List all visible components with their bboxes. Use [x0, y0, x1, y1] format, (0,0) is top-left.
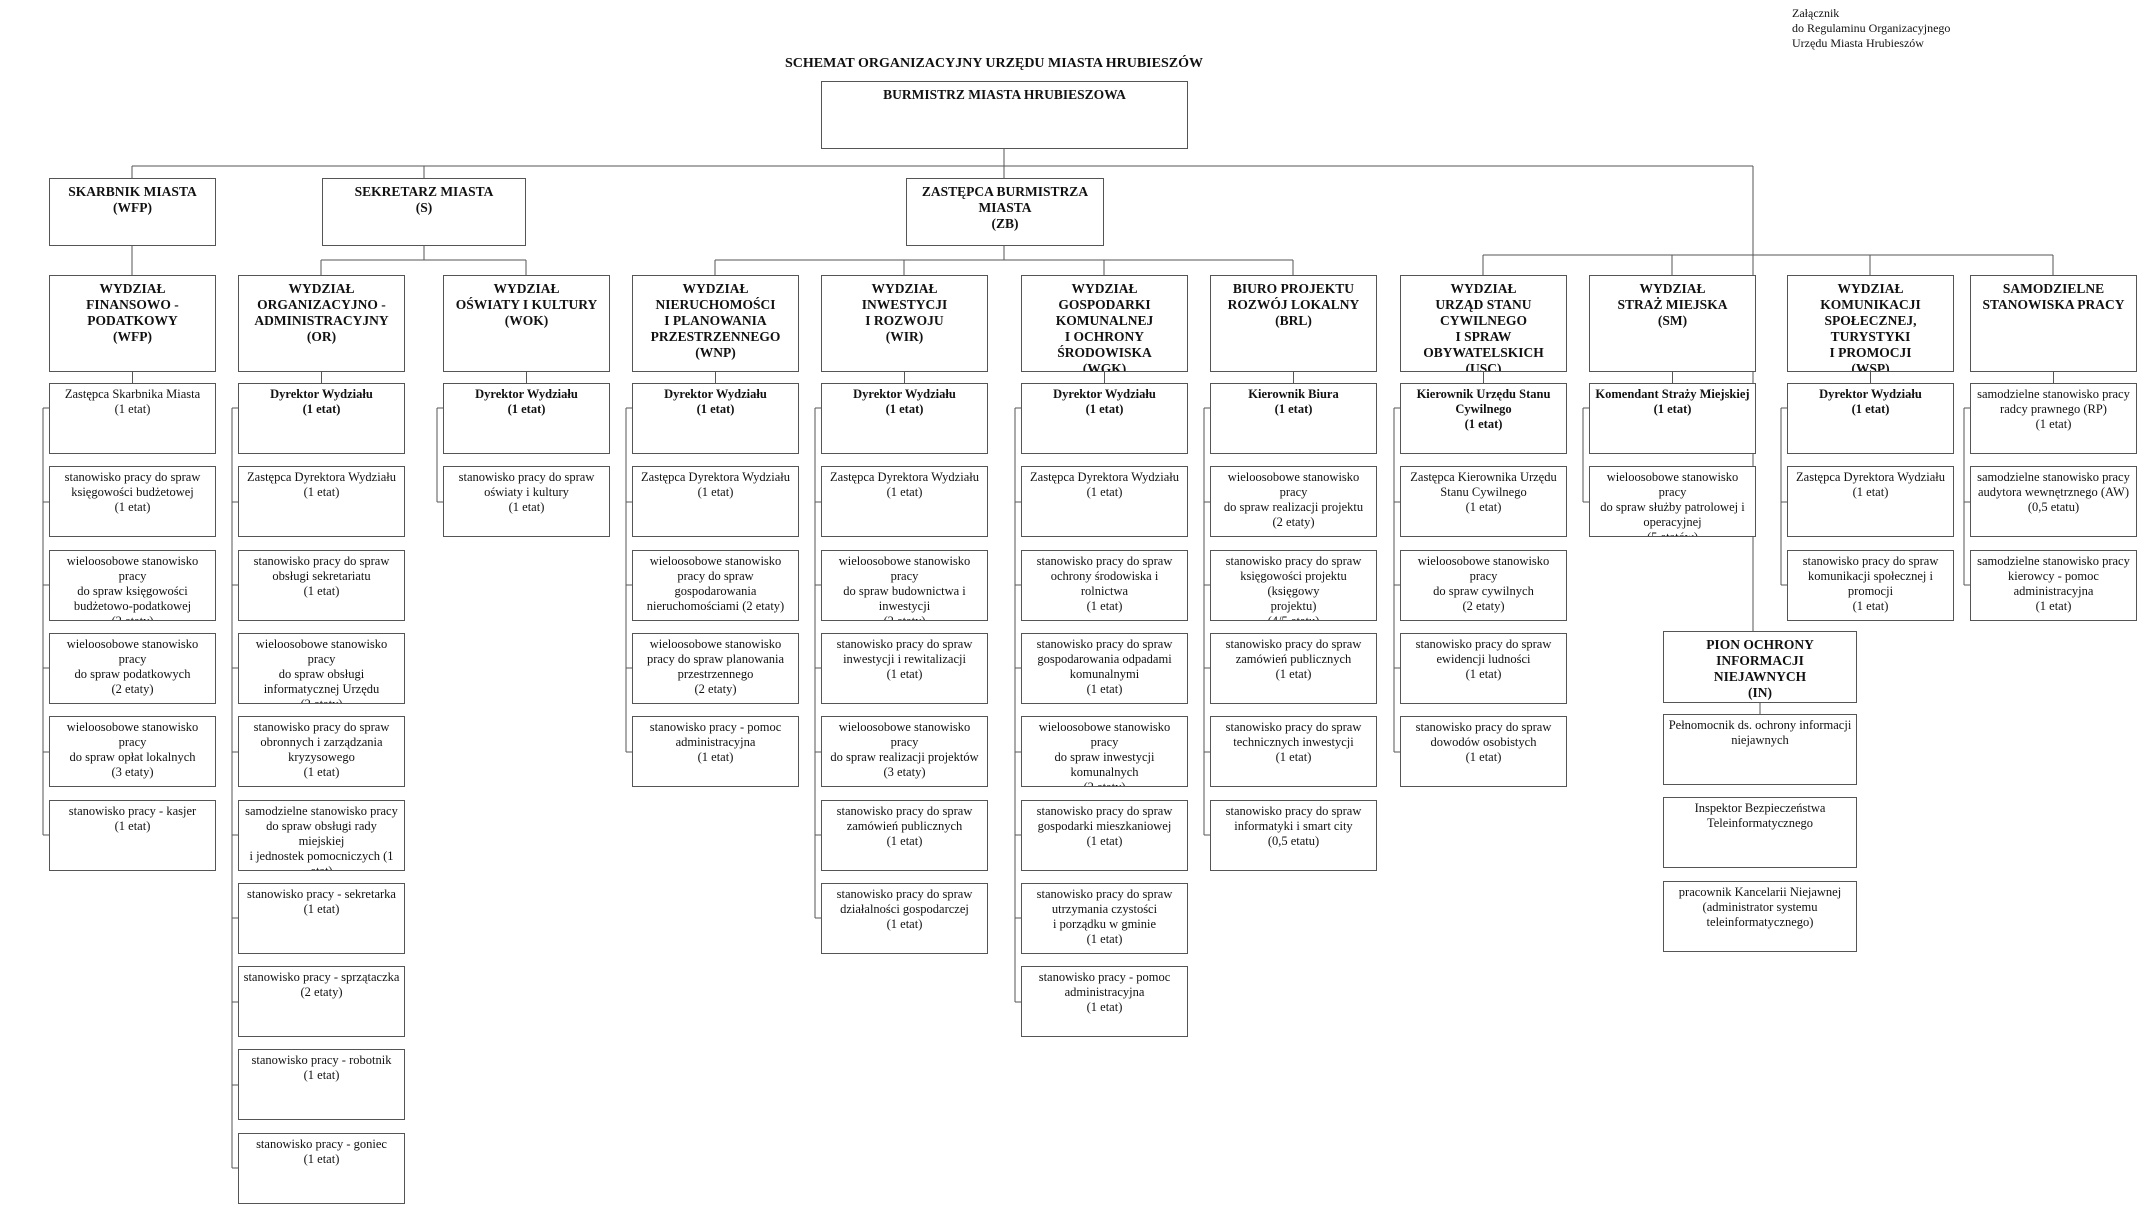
pion-item: Pełnomocnik ds. ochrony informacji nieja…	[1663, 714, 1857, 785]
position-box-wir: Zastępca Dyrektora Wydziału (1 etat)	[821, 466, 988, 537]
dept-header-wfp: WYDZIAŁ FINANSOWO - PODATKOWY (WFP)	[49, 275, 216, 372]
position-box-wnp: stanowisko pracy - pomoc administracyjna…	[632, 716, 799, 787]
position-box-sm: Komendant Straży Miejskiej (1 etat)	[1589, 383, 1756, 454]
position-box-wgk: Zastępca Dyrektora Wydziału (1 etat)	[1021, 466, 1188, 537]
position-box-brl: stanowisko pracy do spraw zamówień publi…	[1210, 633, 1377, 704]
position-box-wnp: Zastępca Dyrektora Wydziału (1 etat)	[632, 466, 799, 537]
dept-header-or: WYDZIAŁ ORGANIZACYJNO - ADMINISTRACYJNY …	[238, 275, 405, 372]
position-box-wgk: Dyrektor Wydziału (1 etat)	[1021, 383, 1188, 454]
position-box-wir: stanowisko pracy do spraw inwestycji i r…	[821, 633, 988, 704]
position-box-wfp: Zastępca Skarbnika Miasta (1 etat)	[49, 383, 216, 454]
position-box-usc: stanowisko pracy do spraw ewidencji ludn…	[1400, 633, 1567, 704]
position-box-wfp: wieloosobowe stanowisko pracy do spraw k…	[49, 550, 216, 621]
position-box-ssp: samodzielne stanowisko pracy audytora we…	[1970, 466, 2137, 537]
page-title: SCHEMAT ORGANIZACYJNY URZĘDU MIASTA HRUB…	[785, 56, 1203, 71]
position-box-or: stanowisko pracy - sekretarka (1 etat)	[238, 883, 405, 954]
box-zastepca-burmistrza: ZASTĘPCA BURMISTRZA MIASTA (ZB)	[906, 178, 1104, 246]
position-box-usc: Zastępca Kierownika Urzędu Stanu Cywilne…	[1400, 466, 1567, 537]
box-skarbnik: SKARBNIK MIASTA (WFP)	[49, 178, 216, 246]
position-box-or: Zastępca Dyrektora Wydziału (1 etat)	[238, 466, 405, 537]
position-box-or: stanowisko pracy do spraw obronnych i za…	[238, 716, 405, 787]
position-box-wnp: wieloosobowe stanowisko pracy do spraw g…	[632, 550, 799, 621]
position-box-brl: stanowisko pracy do spraw technicznych i…	[1210, 716, 1377, 787]
pion-header: PION OCHRONY INFORMACJI NIEJAWNYCH (IN)	[1663, 631, 1857, 703]
dept-header-wgk: WYDZIAŁ GOSPODARKI KOMUNALNEJ I OCHRONY …	[1021, 275, 1188, 372]
position-box-wir: stanowisko pracy do spraw działalności g…	[821, 883, 988, 954]
position-box-wnp: Dyrektor Wydziału (1 etat)	[632, 383, 799, 454]
position-box-wfp: wieloosobowe stanowisko pracy do spraw p…	[49, 633, 216, 704]
position-box-wgk: stanowisko pracy - pomoc administracyjna…	[1021, 966, 1188, 1037]
dept-header-wnp: WYDZIAŁ NIERUCHOMOŚCI I PLANOWANIA PRZES…	[632, 275, 799, 372]
position-box-usc: stanowisko pracy do spraw dowodów osobis…	[1400, 716, 1567, 787]
position-box-brl: wieloosobowe stanowisko pracy do spraw r…	[1210, 466, 1377, 537]
position-box-or: stanowisko pracy do spraw obsługi sekret…	[238, 550, 405, 621]
position-box-or: stanowisko pracy - goniec (1 etat)	[238, 1133, 405, 1204]
position-box-or: stanowisko pracy - sprzątaczka (2 etaty)	[238, 966, 405, 1037]
position-box-wfp: stanowisko pracy do spraw księgowości bu…	[49, 466, 216, 537]
position-box-wgk: stanowisko pracy do spraw gospodarowania…	[1021, 633, 1188, 704]
annex-note: Załącznik do Regulaminu Organizacyjnego …	[1792, 6, 1951, 50]
position-box-or: samodzielne stanowisko pracy do spraw ob…	[238, 800, 405, 871]
position-box-wgk: stanowisko pracy do spraw gospodarki mie…	[1021, 800, 1188, 871]
position-box-wsp: stanowisko pracy do spraw komunikacji sp…	[1787, 550, 1954, 621]
position-box-usc: wieloosobowe stanowisko pracy do spraw c…	[1400, 550, 1567, 621]
dept-header-sm: WYDZIAŁ STRAŻ MIEJSKA (SM)	[1589, 275, 1756, 372]
position-box-wsp: Dyrektor Wydziału (1 etat)	[1787, 383, 1954, 454]
position-box-wgk: stanowisko pracy do spraw utrzymania czy…	[1021, 883, 1188, 954]
position-box-wok: Dyrektor Wydziału (1 etat)	[443, 383, 610, 454]
position-box-brl: stanowisko pracy do spraw informatyki i …	[1210, 800, 1377, 871]
position-box-wgk: wieloosobowe stanowisko pracy do spraw i…	[1021, 716, 1188, 787]
position-box-wfp: stanowisko pracy - kasjer (1 etat)	[49, 800, 216, 871]
position-box-or: wieloosobowe stanowisko pracy do spraw o…	[238, 633, 405, 704]
position-box-wir: wieloosobowe stanowisko pracy do spraw r…	[821, 716, 988, 787]
dept-header-wsp: WYDZIAŁ KOMUNIKACJI SPOŁECZNEJ, TURYSTYK…	[1787, 275, 1954, 372]
pion-item: pracownik Kancelarii Niejawnej (administ…	[1663, 881, 1857, 952]
box-burmistrz: BURMISTRZ MIASTA HRUBIESZOWA	[821, 81, 1188, 149]
position-box-wir: stanowisko pracy do spraw zamówień publi…	[821, 800, 988, 871]
position-box-wir: Dyrektor Wydziału (1 etat)	[821, 383, 988, 454]
pion-item: Inspektor Bezpieczeństwa Teleinformatycz…	[1663, 797, 1857, 868]
dept-header-brl: BIURO PROJEKTU ROZWÓJ LOKALNY (BRL)	[1210, 275, 1377, 372]
position-box-wir: wieloosobowe stanowisko pracy do spraw b…	[821, 550, 988, 621]
position-box-wok: stanowisko pracy do spraw oświaty i kult…	[443, 466, 610, 537]
position-box-sm: wieloosobowe stanowisko pracy do spraw s…	[1589, 466, 1756, 537]
dept-header-wok: WYDZIAŁ OŚWIATY I KULTURY (WOK)	[443, 275, 610, 372]
position-box-or: Dyrektor Wydziału (1 etat)	[238, 383, 405, 454]
box-sekretarz: SEKRETARZ MIASTA (S)	[322, 178, 526, 246]
dept-header-wir: WYDZIAŁ INWESTYCJI I ROZWOJU (WIR)	[821, 275, 988, 372]
position-box-wnp: wieloosobowe stanowisko pracy do spraw p…	[632, 633, 799, 704]
position-box-ssp: samodzielne stanowisko pracy radcy prawn…	[1970, 383, 2137, 454]
position-box-wfp: wieloosobowe stanowisko pracy do spraw o…	[49, 716, 216, 787]
dept-header-ssp: SAMODZIELNE STANOWISKA PRACY	[1970, 275, 2137, 372]
position-box-wgk: stanowisko pracy do spraw ochrony środow…	[1021, 550, 1188, 621]
position-box-usc: Kierownik Urzędu Stanu Cywilnego (1 etat…	[1400, 383, 1567, 454]
position-box-brl: Kierownik Biura (1 etat)	[1210, 383, 1377, 454]
position-box-wsp: Zastępca Dyrektora Wydziału (1 etat)	[1787, 466, 1954, 537]
dept-header-usc: WYDZIAŁ URZĄD STANU CYWILNEGO I SPRAW OB…	[1400, 275, 1567, 372]
position-box-brl: stanowisko pracy do spraw księgowości pr…	[1210, 550, 1377, 621]
position-box-ssp: samodzielne stanowisko pracy kierowcy - …	[1970, 550, 2137, 621]
position-box-or: stanowisko pracy - robotnik (1 etat)	[238, 1049, 405, 1120]
